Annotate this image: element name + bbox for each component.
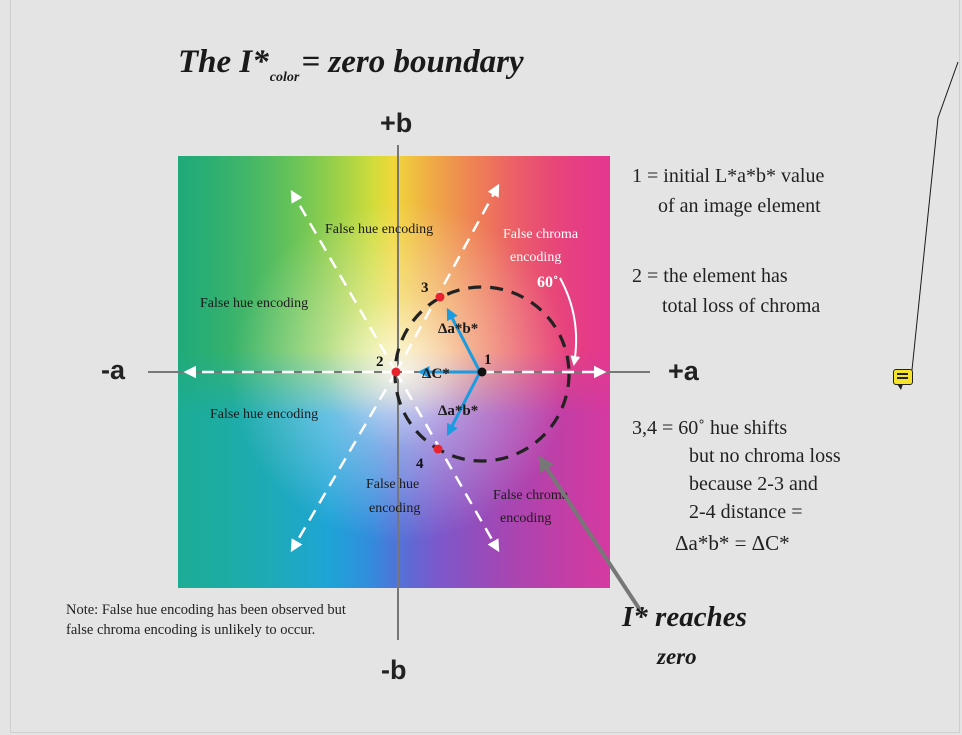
- region-label-top-chroma-line2: encoding: [510, 250, 561, 265]
- legend-item1-line1: 1 = initial L*a*b* value: [632, 165, 825, 187]
- point-4: [433, 444, 443, 454]
- axis-label-pos-b: +b: [380, 108, 413, 138]
- point-label-2: 2: [376, 354, 384, 370]
- point-3: [435, 292, 445, 302]
- legend-item3-line2: but no chroma loss: [689, 445, 841, 467]
- delta-ab-upper-label: Δa*b*: [438, 321, 478, 337]
- callout-arrow: [538, 455, 642, 612]
- legend-item3-line5: Δa*b* = ΔC*: [675, 531, 790, 555]
- region-label-bottom-chroma-line2: encoding: [500, 511, 551, 526]
- region-label-bottom-hue-line2: encoding: [369, 501, 420, 516]
- region-label-left-hue-lower: False hue encoding: [210, 407, 318, 422]
- comment-note-icon[interactable]: [893, 369, 913, 390]
- point-label-1: 1: [484, 352, 492, 368]
- region-label-left-hue-upper: False hue encoding: [200, 296, 308, 311]
- angle-label: 60˚: [537, 274, 558, 291]
- axis-label-pos-a: +a: [668, 356, 699, 386]
- point-label-3: 3: [421, 280, 429, 296]
- legend-item2-line1: 2 = the element has: [632, 265, 788, 287]
- legend-item2-line2: total loss of chroma: [662, 295, 821, 317]
- axis-label-neg-a: -a: [101, 355, 126, 385]
- legend-item1-line2: of an image element: [658, 195, 821, 217]
- point-2: [391, 367, 401, 377]
- point-label-4: 4: [416, 456, 424, 472]
- axis-label-neg-b: -b: [381, 655, 407, 685]
- region-label-top-hue: False hue encoding: [325, 222, 433, 237]
- page-title: The I*color= zero boundary: [178, 44, 524, 85]
- region-label-top-chroma-line1: False chroma: [503, 227, 579, 242]
- annotation-leader-line: [911, 61, 959, 371]
- legend-item3-line4: 2-4 distance =: [689, 501, 803, 523]
- page-border: [10, 0, 960, 733]
- sixty-degree-arc: [559, 277, 581, 366]
- izero-callout: I* reaches zero: [622, 597, 747, 677]
- point-1: [477, 367, 487, 377]
- hue-direction-arrows: [183, 183, 607, 553]
- delta-ab-lower-label: Δa*b*: [438, 403, 478, 419]
- legend-item3-line1: 3,4 = 60˚ hue shifts: [632, 417, 788, 439]
- region-label-bottom-hue-line1: False hue: [366, 477, 419, 492]
- delta-c-label: ΔC*: [422, 366, 450, 382]
- delta-vectors: [417, 307, 482, 437]
- izero-callout-line2: zero: [657, 644, 697, 669]
- footnote: Note: False hue encoding has been observ…: [66, 602, 346, 638]
- region-label-bottom-chroma-line1: False chroma: [493, 488, 569, 503]
- izero-callout-line1: I* reaches: [622, 601, 747, 633]
- legend-item3-line3: because 2-3 and: [689, 473, 818, 495]
